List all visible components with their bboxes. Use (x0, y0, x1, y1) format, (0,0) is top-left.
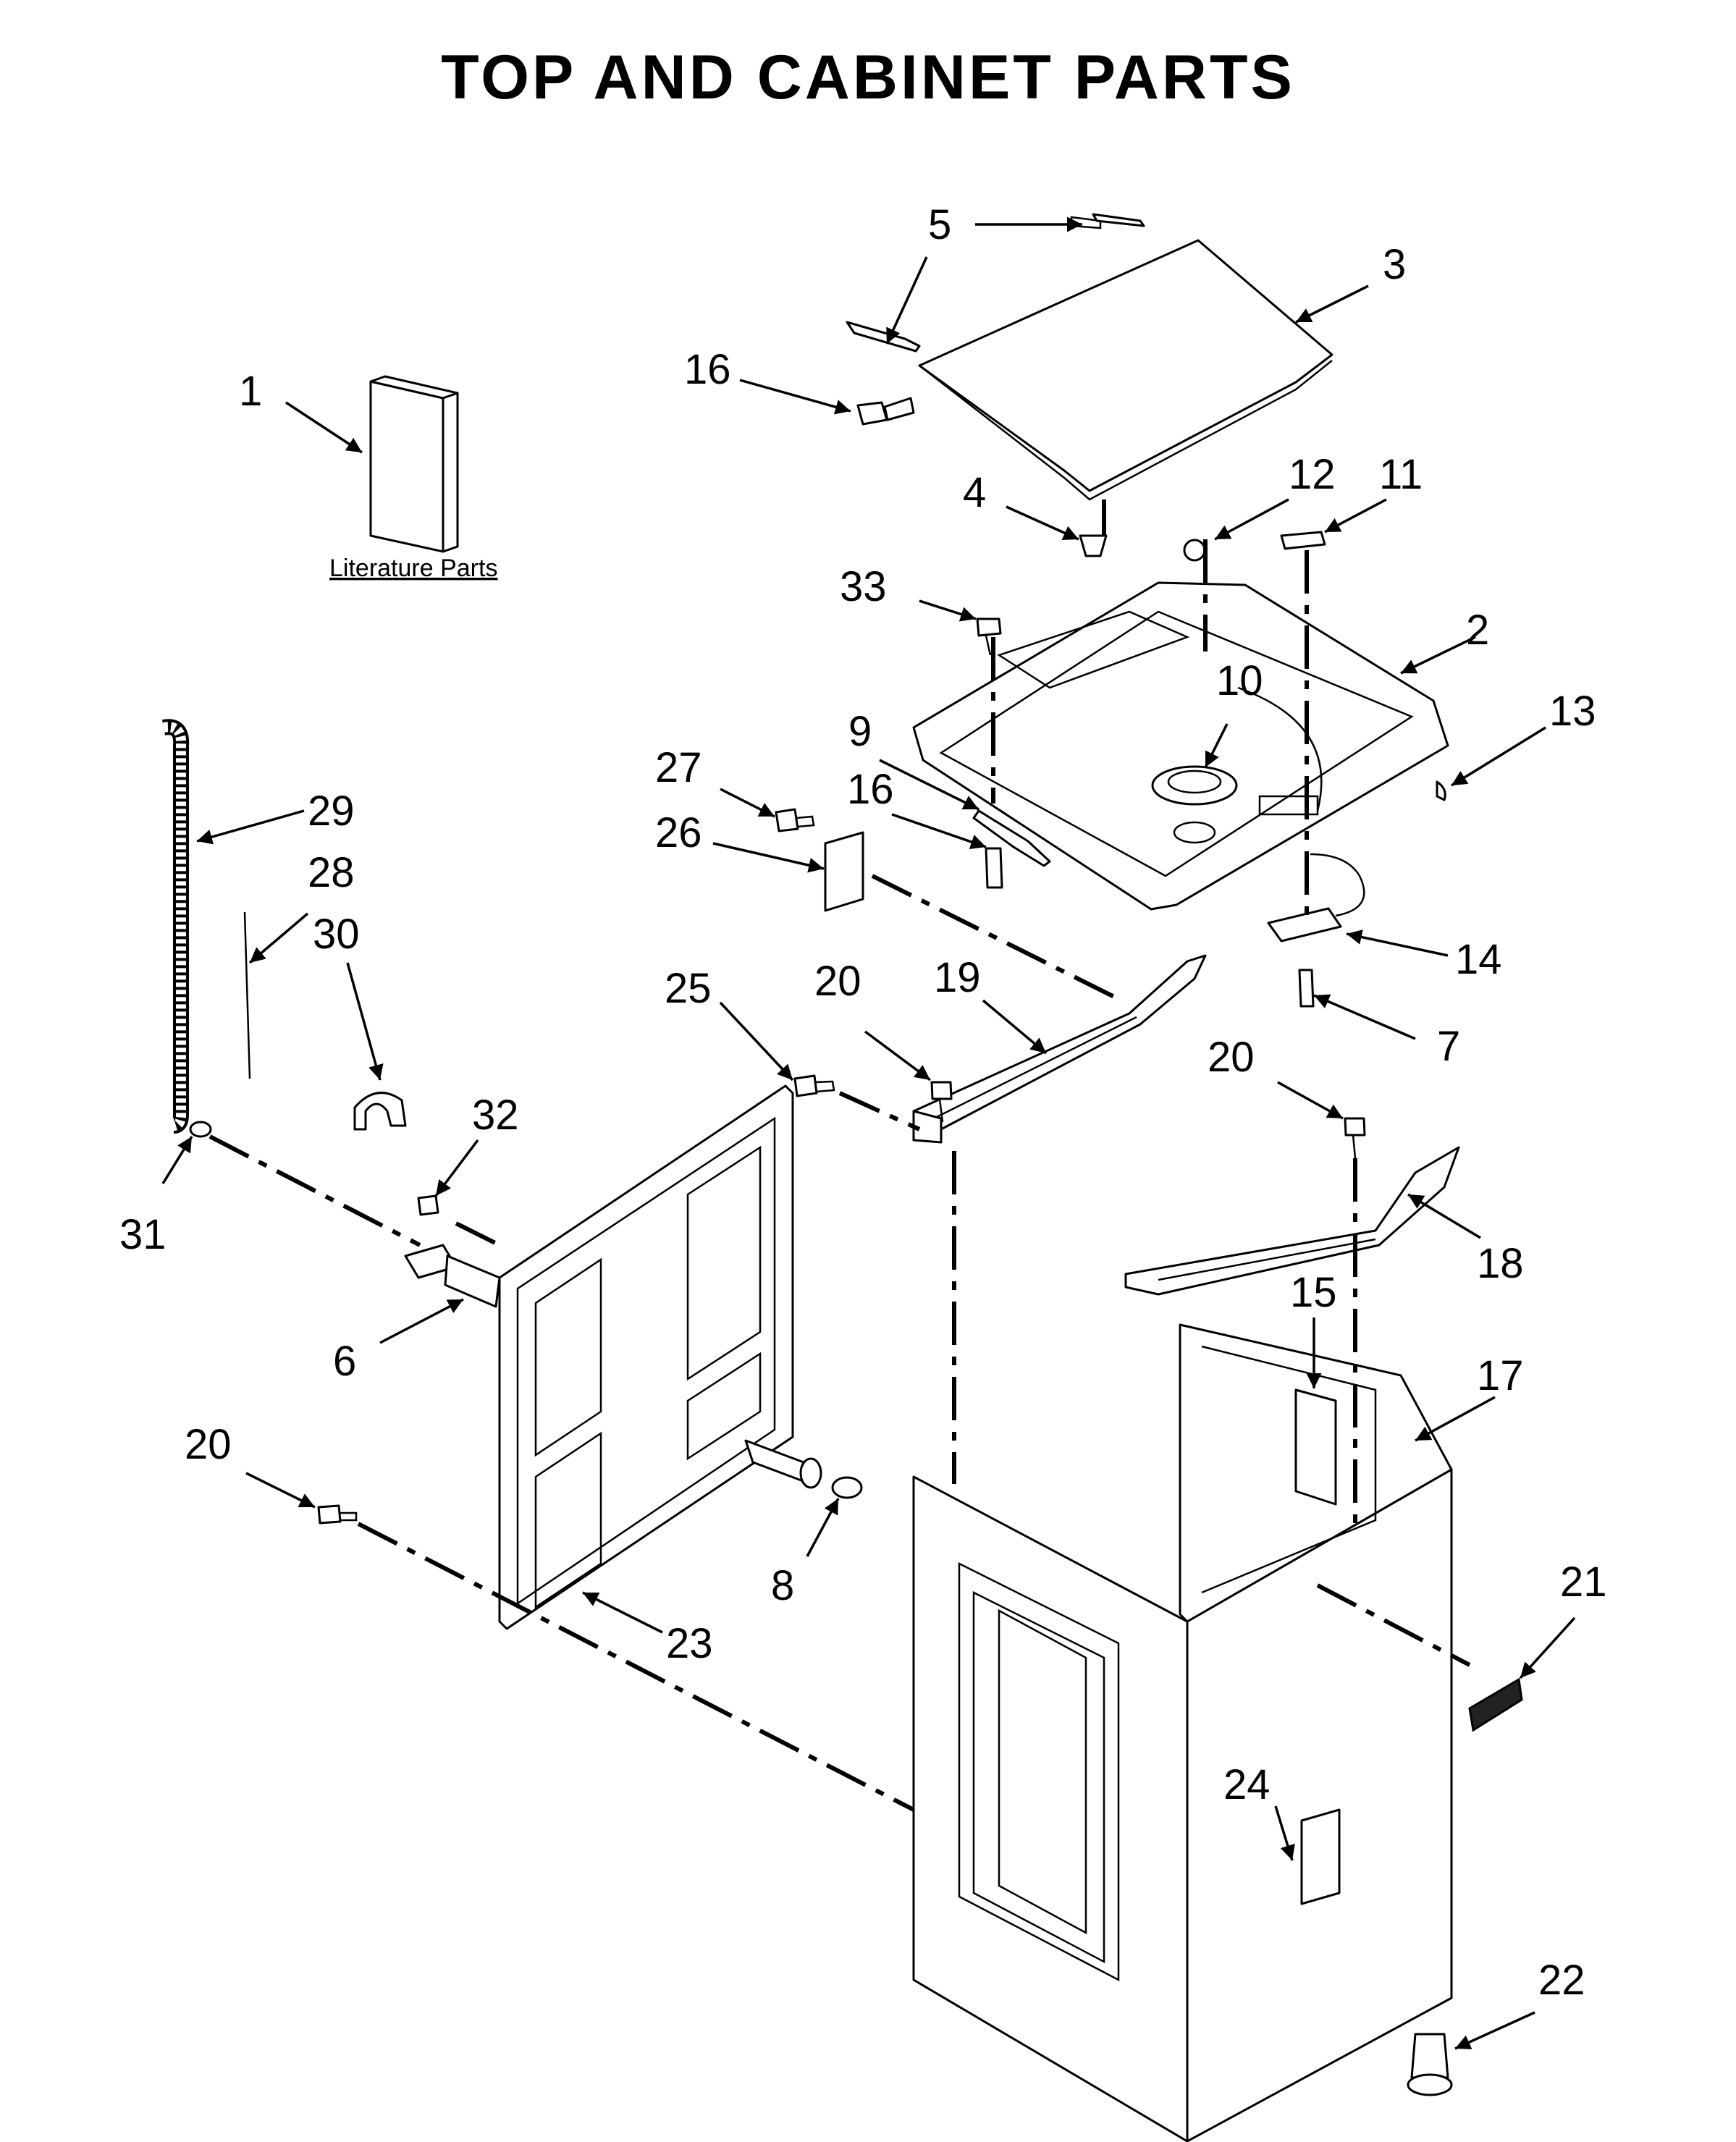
rear-brace-18 (1124, 1146, 1460, 1296)
callout-9: 9 (848, 708, 872, 755)
screw-20c (317, 1504, 358, 1525)
callout-11: 11 (1379, 451, 1423, 498)
drain-hose (161, 719, 190, 1134)
callout-15: 15 (1290, 1269, 1337, 1316)
screw-27 (775, 808, 815, 832)
callout-21: 21 (1560, 1559, 1607, 1606)
cabinet-bracket-26 (824, 831, 864, 912)
callout-2: 2 (1466, 607, 1489, 654)
callout-31: 31 (119, 1211, 167, 1258)
callout-8: 8 (771, 1562, 794, 1609)
lid-lock-actuator (1280, 531, 1326, 550)
screw-20b (1344, 1117, 1366, 1159)
callout-7: 7 (1437, 1023, 1460, 1070)
callout-30: 30 (313, 911, 360, 958)
page-title: TOP AND CABINET PARTS (441, 43, 1295, 112)
callout-16a: 16 (684, 346, 731, 393)
wiring-diagram-label (1294, 1388, 1337, 1506)
callout-22: 22 (1538, 1957, 1585, 2004)
callout-25: 25 (665, 965, 712, 1012)
callout-13: 13 (1549, 688, 1596, 735)
screw-20a (930, 1081, 953, 1123)
screw-7 (1298, 969, 1315, 1008)
assembly-lines (208, 499, 1471, 1812)
callout-28: 28 (308, 849, 355, 896)
lid (918, 216, 1333, 501)
screw-25 (793, 1074, 835, 1097)
callout-14: 14 (1455, 936, 1502, 983)
drain-outlet (744, 1439, 822, 1489)
callout-3: 3 (1383, 241, 1406, 288)
callout-24: 24 (1223, 1761, 1271, 1808)
literature-parts-label: Literature Parts (329, 555, 497, 582)
callout-16b: 16 (847, 766, 894, 813)
callout-17: 17 (1477, 1352, 1524, 1399)
callout-20b: 20 (1208, 1034, 1255, 1081)
front-brace-19 (912, 954, 1207, 1144)
callout-1: 1 (239, 368, 262, 415)
lid-switch-assembly (1267, 853, 1365, 943)
callout-12: 12 (1289, 451, 1336, 498)
lid-hinge-bracket (972, 809, 1051, 867)
water-inlet-valve (404, 1244, 501, 1308)
callout-19: 19 (934, 954, 981, 1001)
callout-32: 32 (472, 1092, 519, 1139)
callout-10: 10 (1216, 657, 1263, 704)
callout-6: 6 (333, 1338, 356, 1385)
leveling-leg (1407, 2033, 1453, 2096)
callout-33: 33 (840, 563, 887, 610)
callout-20a: 20 (814, 958, 861, 1005)
callout-23: 23 (666, 1620, 713, 1667)
callout-4: 4 (963, 469, 986, 516)
tub-ring-clip (1436, 780, 1446, 801)
serial-rating-label (1300, 1808, 1341, 1905)
screw-33 (976, 617, 1002, 656)
literature-booklet (369, 375, 459, 553)
callout-20c: 20 (185, 1421, 232, 1468)
callout-27: 27 (655, 744, 702, 791)
hose-guide (353, 1092, 407, 1131)
callout-29: 29 (308, 788, 355, 835)
callout-26: 26 (655, 809, 702, 856)
top-panel (912, 581, 1449, 911)
screw-16a (856, 397, 915, 426)
screw-32 (417, 1194, 439, 1216)
callout-5: 5 (928, 201, 951, 248)
callout-labels: 1 2 3 4 5 6 7 8 9 10 11 12 13 14 15 16 1… (119, 201, 1607, 2004)
screw-16b (985, 847, 1003, 889)
cable-tie (243, 911, 251, 1079)
leader-arrows (161, 216, 1576, 2050)
lid-switch-grommet (1183, 539, 1206, 562)
maytag-badge (1468, 1677, 1523, 1732)
hose-clamp (831, 1476, 863, 1499)
hose-clamp-31 (189, 1121, 212, 1138)
rear-panel-23 (498, 1084, 794, 1630)
callout-18: 18 (1477, 1240, 1524, 1287)
lid-bumper (1079, 534, 1108, 557)
cabinet-17 (912, 1323, 1453, 2142)
